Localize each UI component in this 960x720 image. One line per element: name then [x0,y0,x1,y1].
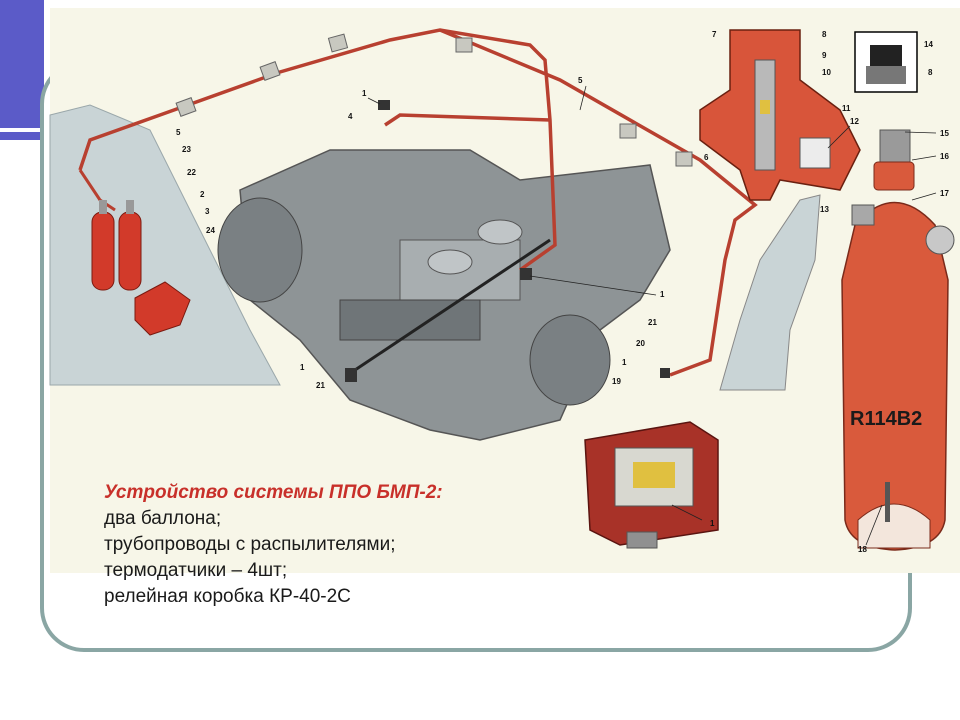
left-accent-stripe [0,132,44,140]
callout-16: 16 [940,152,949,161]
caption-line-sensors: термодатчики – 4шт; [104,560,288,581]
inset-detail [854,31,918,93]
callout-12: 12 [850,117,859,126]
callout-11: 11 [842,104,851,113]
cylinder-marking: R114B2 [850,408,922,430]
caption-title: Устройство системы ППО БМП-2: [104,482,443,503]
callout-23: 23 [182,145,191,154]
callout-18: 18 [858,545,867,554]
callout-15: 15 [940,129,949,138]
callout-10: 10 [822,68,831,77]
callout-labels: 1 4 5 5 23 22 2 3 24 7 8 9 10 14 8 11 12… [176,30,949,554]
callout-8b: 8 [928,68,933,77]
callout-6: 6 [704,153,709,162]
callout-1e: 1 [710,519,715,528]
small-cylinders [91,200,142,291]
callout-21: 21 [648,318,657,327]
relay-box-large [584,421,719,549]
callout-21b: 21 [316,381,325,390]
callout-7: 7 [712,30,717,39]
mounting-bracket [719,194,821,391]
callout-9: 9 [822,51,827,60]
valve-head-section [699,29,861,201]
callout-13: 13 [820,205,829,214]
callout-1d: 1 [300,363,305,372]
left-accent-bar [0,0,44,128]
callout-24: 24 [206,226,215,235]
caption-line-cylinders: два баллона; [104,508,222,529]
callout-2: 2 [200,190,205,199]
callout-19: 19 [612,377,621,386]
callout-14: 14 [924,40,933,49]
callout-20: 20 [636,339,645,348]
callout-17: 17 [940,189,949,198]
leader-lines [367,85,937,546]
caption-block: Устройство системы ППО БМП-2: два баллон… [104,480,544,610]
callout-22: 22 [187,168,196,177]
large-cylinder: R114B2 [841,129,955,551]
callout-3: 3 [205,207,210,216]
callout-4: 4 [348,112,353,121]
callout-5: 5 [578,76,583,85]
pipe-clamps [175,33,693,167]
relay-box-small [134,281,191,336]
callout-1c: 1 [622,358,627,367]
callout-1b: 1 [660,290,665,299]
callout-5b: 5 [176,128,181,137]
callout-1: 1 [362,89,367,98]
caption-line-pipes: трубопроводы с распылителями; [104,534,396,555]
hull-wall [49,104,281,386]
caption-line-relay-box: релейная коробка КР-40-2С [104,586,351,607]
callout-8: 8 [822,30,827,39]
thermal-sensors [345,100,670,382]
